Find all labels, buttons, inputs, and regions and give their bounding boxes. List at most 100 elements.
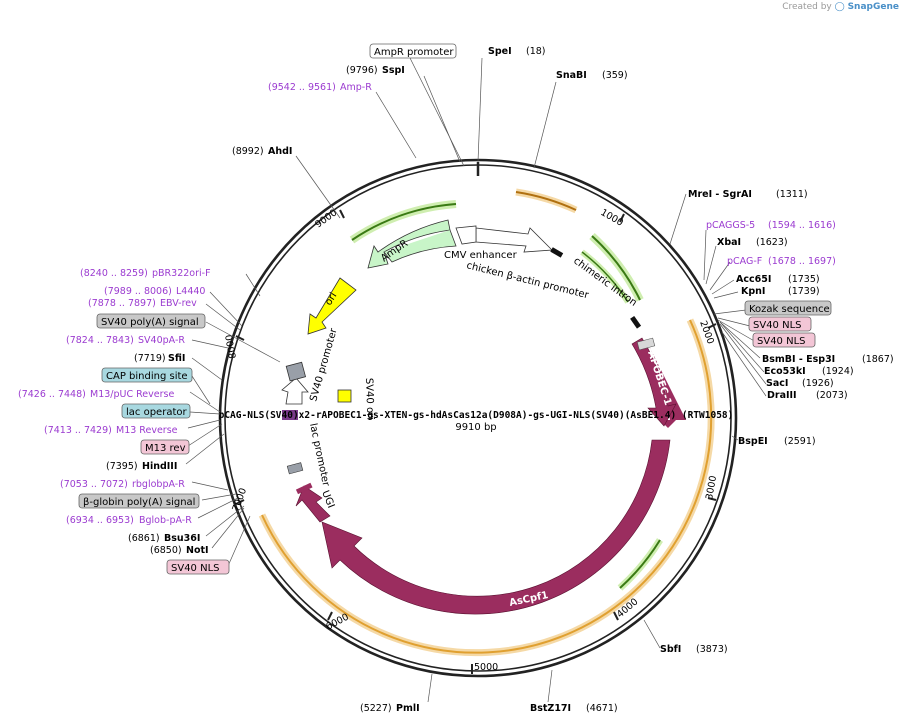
svg-text:AmpR promoter: AmpR promoter bbox=[374, 47, 454, 58]
primer-rbglobpar-pos: (7053 .. 7072) bbox=[60, 479, 128, 490]
ugi-feature[interactable] bbox=[295, 485, 331, 523]
primer-m13puc[interactable]: M13/pUC Reverse bbox=[90, 389, 174, 400]
ampr-feature-arrow[interactable] bbox=[367, 219, 451, 269]
site-sfii-pos: (7719) bbox=[134, 353, 166, 364]
site-pmli-pos: (5227) bbox=[360, 703, 392, 714]
boxed-sv40-polya[interactable]: SV40 poly(A) signal bbox=[96, 313, 206, 329]
sv40-promoter-arrow[interactable] bbox=[281, 377, 309, 405]
plasmid-name: pCAG-NLS(SV40)x2-rAPOBEC1-gs-XTEN-gs-hdA… bbox=[219, 410, 734, 421]
apobec-arrow-head bbox=[645, 338, 686, 428]
primer-ebvrev[interactable]: EBV-rev bbox=[160, 298, 197, 309]
boxed-kozak[interactable]: Kozak sequence bbox=[744, 300, 832, 316]
tick-marks bbox=[235, 162, 717, 674]
primer-pcagf-pos: (1678 .. 1697) bbox=[768, 256, 836, 267]
ascpf1-feature[interactable] bbox=[321, 439, 671, 615]
orf-top-arc bbox=[515, 188, 578, 214]
snapgene-brand-text: SnapGene bbox=[847, 2, 899, 12]
site-bspei[interactable]: BspEI bbox=[738, 436, 768, 447]
primer-m13puc-pos: (7426 .. 7448) bbox=[18, 389, 86, 400]
ori-feature[interactable] bbox=[307, 277, 357, 335]
ugi-nls bbox=[295, 482, 313, 495]
site-noti[interactable]: NotI bbox=[186, 545, 209, 556]
site-bstz17i[interactable]: BstZ17I bbox=[530, 703, 571, 714]
apobec-feature[interactable] bbox=[631, 337, 677, 427]
site-bsmbi[interactable]: BsmBI - Esp3I bbox=[762, 354, 835, 365]
site-sspi-pos: (9796) bbox=[346, 65, 378, 76]
plasmid-length: 9910 bp bbox=[455, 422, 496, 433]
svg-text:SV40 NLS: SV40 NLS bbox=[171, 563, 220, 574]
boxed-cap-binding[interactable]: CAP binding site bbox=[101, 367, 193, 383]
site-spei[interactable]: SpeI bbox=[488, 46, 512, 57]
svg-text:SV40 poly(A) signal: SV40 poly(A) signal bbox=[101, 317, 199, 328]
tick-label-8000: 8000 bbox=[224, 334, 239, 360]
site-bsu36i[interactable]: Bsu36I bbox=[164, 533, 200, 544]
primer-sv40par[interactable]: SV40pA-R bbox=[138, 335, 185, 346]
site-snabi[interactable]: SnaBI bbox=[556, 70, 587, 81]
site-saci[interactable]: SacI bbox=[766, 378, 788, 389]
created-by-text: Created by bbox=[782, 2, 832, 12]
boxed-sv40-nls-2[interactable]: SV40 NLS bbox=[752, 332, 816, 348]
svg-text:SV40 NLS: SV40 NLS bbox=[753, 320, 802, 331]
site-kpni[interactable]: KpnI bbox=[741, 286, 765, 297]
site-pmli[interactable]: PmlI bbox=[396, 703, 420, 714]
primer-pcagf[interactable]: pCAG-F bbox=[727, 256, 762, 267]
site-sfii[interactable]: SfiI bbox=[168, 353, 185, 364]
primer-pbr322orif-pos: (8240 .. 8259) bbox=[80, 268, 148, 279]
primer-ebvrev-pos: (7878 .. 7897) bbox=[88, 298, 156, 309]
ampr-feature-body[interactable] bbox=[383, 229, 457, 263]
orf-green-bottom-line bbox=[619, 539, 661, 589]
chicken-promoter-label: chicken β-actin promoter bbox=[465, 260, 590, 301]
orf-top-arc-line bbox=[515, 191, 577, 211]
intron-marker bbox=[550, 247, 564, 258]
svg-text:CAP binding site: CAP binding site bbox=[106, 371, 188, 382]
sv40-polya-feature[interactable] bbox=[285, 361, 307, 382]
site-mrei[interactable]: MreI - SgrAI bbox=[688, 189, 752, 200]
snapgene-logo-icon: ◯ bbox=[834, 2, 845, 12]
primer-l4440[interactable]: L4440 bbox=[176, 286, 205, 297]
bglobin-polya-feature[interactable] bbox=[286, 462, 304, 475]
tick-label-6000: 6000 bbox=[324, 612, 351, 633]
site-ahdi[interactable]: AhdI bbox=[268, 146, 292, 157]
site-bsmbi-pos: (1867) bbox=[862, 354, 894, 365]
site-mrei-pos: (1311) bbox=[776, 189, 808, 200]
site-xbai[interactable]: XbaI bbox=[717, 237, 741, 248]
primer-bglobpar[interactable]: Bglob-pA-R bbox=[139, 515, 192, 526]
site-sbfi[interactable]: SbfI bbox=[660, 644, 681, 655]
boxed-ampr-promoter[interactable]: AmpR promoter bbox=[369, 43, 457, 59]
site-bstz17i-pos: (4671) bbox=[586, 703, 618, 714]
primer-pbr322orif[interactable]: pBR322ori-F bbox=[152, 268, 211, 279]
svg-text:β-globin poly(A) signal: β-globin poly(A) signal bbox=[83, 497, 195, 508]
svg-text:SV40 NLS: SV40 NLS bbox=[757, 336, 806, 347]
lac-box-purple bbox=[282, 410, 298, 420]
cmv-enhancer-arrow[interactable] bbox=[475, 227, 553, 253]
primer-pcaggs5[interactable]: pCAGGS-5 bbox=[706, 220, 755, 231]
ugi-label: UGI bbox=[319, 489, 336, 510]
sv40-promoter-label: SV40 promoter bbox=[308, 326, 340, 402]
boxed-lac-operator[interactable]: lac operator bbox=[121, 403, 191, 419]
primer-ampr[interactable]: Amp-R bbox=[340, 82, 372, 93]
boxed-sv40-nls-1[interactable]: SV40 NLS bbox=[748, 316, 812, 332]
tick-label-4000: 4000 bbox=[615, 596, 641, 620]
site-saci-pos: (1926) bbox=[802, 378, 834, 389]
site-eco53ki[interactable]: Eco53kI bbox=[764, 366, 806, 377]
snapgene-watermark: Created by ◯ SnapGene bbox=[782, 2, 899, 12]
site-ahdi-pos: (8992) bbox=[232, 146, 264, 157]
boxed-bglobin-polya[interactable]: β-globin poly(A) signal bbox=[78, 493, 200, 509]
nls-box bbox=[636, 337, 656, 351]
site-sspi[interactable]: SspI bbox=[382, 65, 405, 76]
site-xbai-pos: (1623) bbox=[756, 237, 788, 248]
boxed-m13-rev[interactable]: M13 rev bbox=[140, 439, 190, 455]
svg-text:lac operator: lac operator bbox=[126, 407, 187, 418]
boxed-sv40-nls-3[interactable]: SV40 NLS bbox=[166, 559, 230, 575]
primer-l4440-pos: (7989 .. 8006) bbox=[104, 286, 172, 297]
sv40-ori-feature[interactable] bbox=[337, 389, 352, 403]
primer-rbglobpar[interactable]: rbglobpA-R bbox=[132, 479, 185, 490]
kozak-marker bbox=[630, 315, 642, 329]
site-hindiii[interactable]: HindIII bbox=[142, 461, 177, 472]
site-acc65i[interactable]: Acc65I bbox=[736, 274, 771, 285]
site-drai[interactable]: DraIII bbox=[767, 390, 797, 401]
orf-green-bottom bbox=[617, 538, 663, 591]
primer-m13reverse[interactable]: M13 Reverse bbox=[116, 425, 178, 436]
svg-text:M13 rev: M13 rev bbox=[145, 443, 186, 454]
